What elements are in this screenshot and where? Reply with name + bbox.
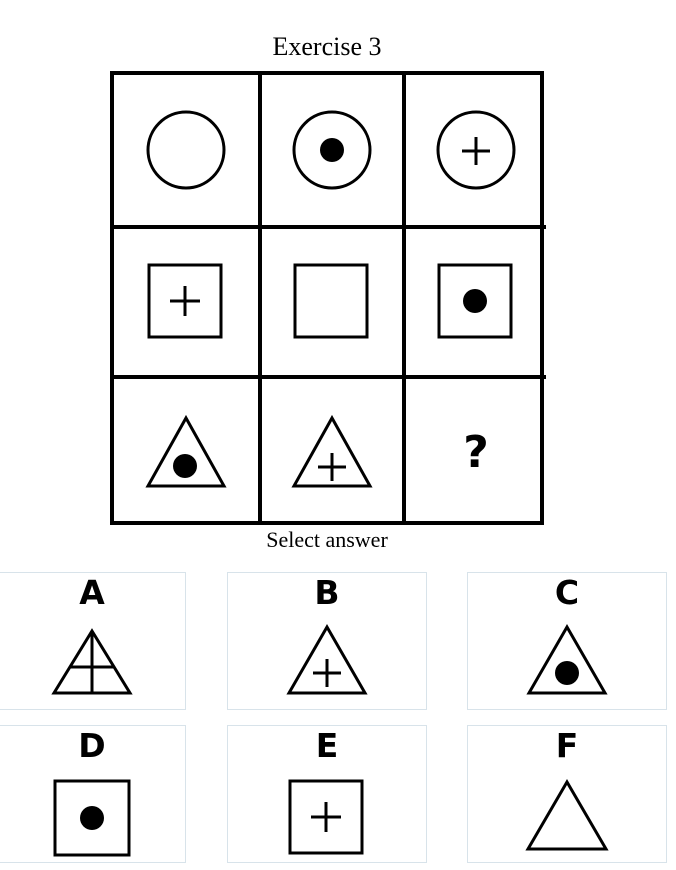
option-b-button[interactable]: B bbox=[227, 572, 427, 710]
question-mark: ? bbox=[463, 426, 489, 478]
grid-cell-r3c1 bbox=[114, 375, 258, 525]
grid-cell-r2c2 bbox=[258, 225, 402, 375]
option-e-button[interactable]: E bbox=[227, 725, 427, 863]
triangle-empty-icon bbox=[525, 779, 609, 851]
circle-dot-icon bbox=[292, 110, 372, 190]
grid-cell-r3c3: ? bbox=[402, 375, 546, 525]
square-dot-icon bbox=[437, 263, 513, 339]
grid-cell-r3c2 bbox=[258, 375, 402, 525]
option-f-button[interactable]: F bbox=[467, 725, 667, 863]
square-plus-icon bbox=[147, 263, 223, 339]
triangle-dot-icon bbox=[526, 623, 608, 695]
option-d-button[interactable]: D bbox=[0, 725, 186, 863]
option-letter: F bbox=[555, 726, 579, 765]
option-a-button[interactable]: A bbox=[0, 572, 186, 710]
select-answer-label: Select answer bbox=[266, 527, 388, 552]
grid-cell-r1c2 bbox=[258, 75, 402, 225]
square-plus-icon bbox=[288, 779, 364, 855]
square-empty-icon bbox=[293, 263, 369, 339]
option-c-button[interactable]: C bbox=[467, 572, 667, 710]
option-letter: B bbox=[314, 573, 340, 612]
option-letter: A bbox=[79, 573, 105, 612]
triangle-plus-icon bbox=[291, 414, 373, 488]
option-letter: D bbox=[78, 726, 106, 765]
triangle-dot-icon bbox=[145, 414, 227, 488]
grid-cell-r1c3 bbox=[402, 75, 546, 225]
circle-empty-icon bbox=[146, 110, 226, 190]
puzzle-grid: ? bbox=[110, 71, 546, 525]
triangle-large-cross-icon bbox=[51, 628, 133, 695]
grid-cell-r1c1 bbox=[114, 75, 258, 225]
option-letter: E bbox=[315, 726, 339, 765]
exercise-title: Exercise 3 bbox=[272, 32, 382, 61]
circle-plus-icon bbox=[436, 110, 516, 190]
square-dot-icon bbox=[53, 779, 131, 857]
grid-cell-r2c3 bbox=[402, 225, 546, 375]
triangle-plus-icon bbox=[286, 623, 368, 695]
option-letter: C bbox=[554, 573, 580, 612]
grid-cell-r2c1 bbox=[114, 225, 258, 375]
